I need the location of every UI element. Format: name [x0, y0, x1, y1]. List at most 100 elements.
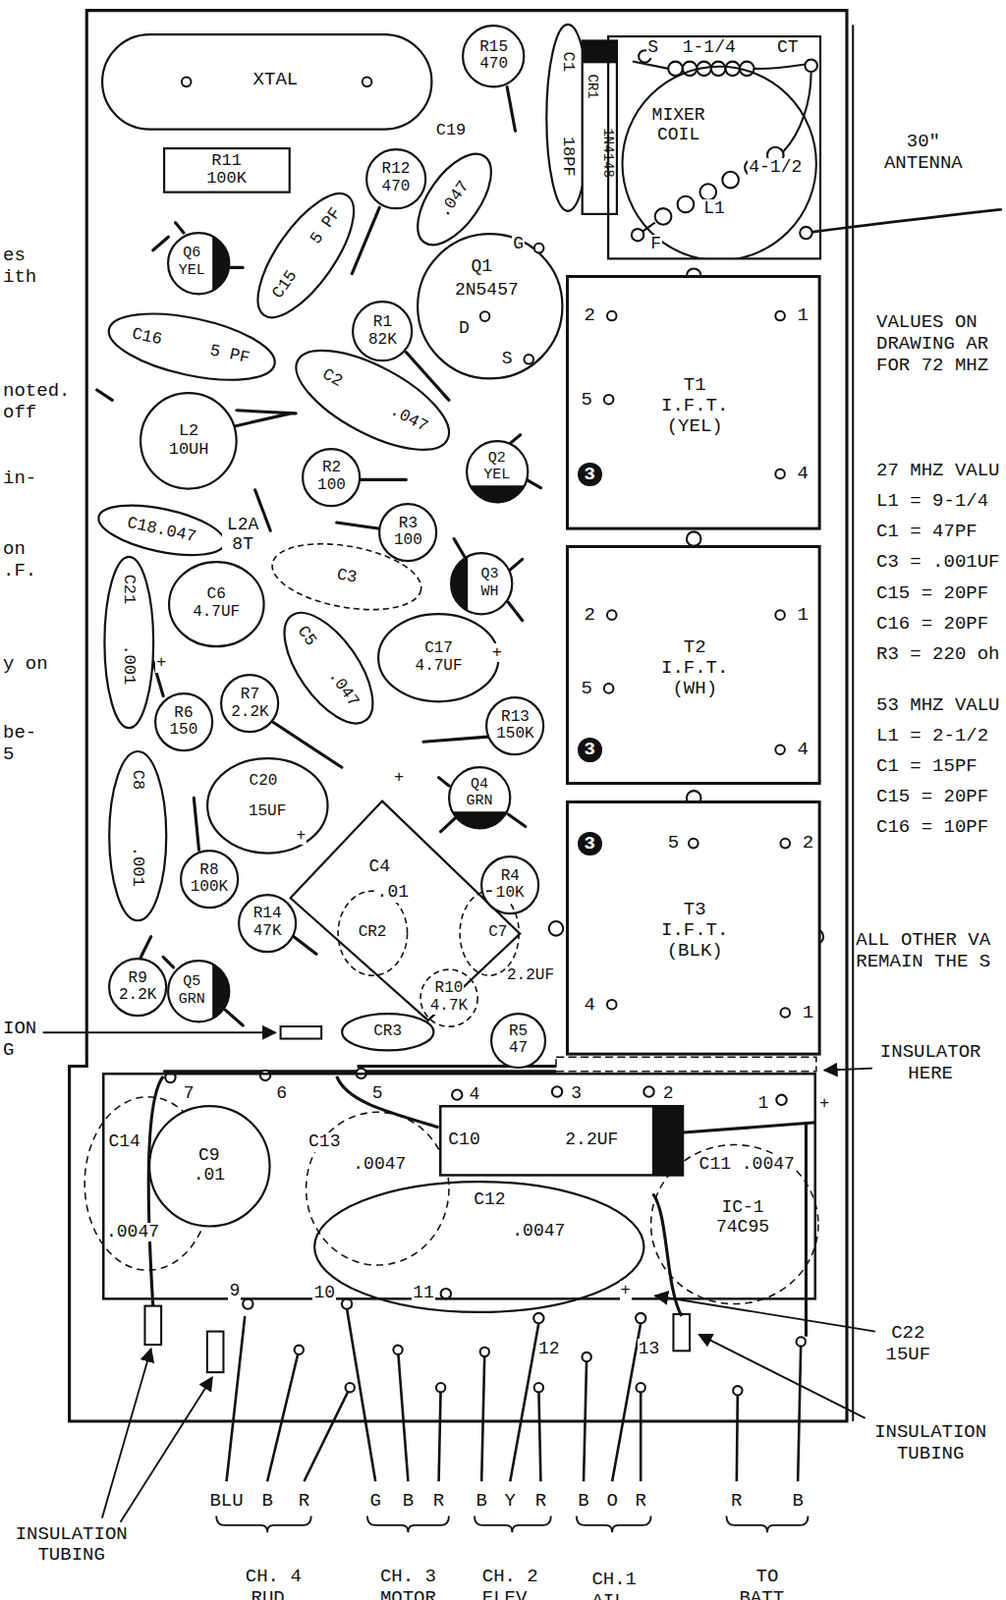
- leader-arrow: [824, 1068, 873, 1071]
- if-transformer: 215T2 I.F.T. (WH)34: [565, 545, 822, 785]
- antenna-label: 30" ANTENNA: [870, 131, 977, 175]
- channel-bracket: [216, 1516, 808, 1534]
- if-transformer-body: [567, 802, 821, 1056]
- board-hole: [804, 59, 817, 72]
- component-text: 4: [468, 1085, 482, 1106]
- value-table-cell: C15 = 20PF: [875, 786, 990, 809]
- board-outline: [69, 10, 854, 1422]
- polarity-mark: +: [392, 768, 405, 788]
- bus-wire: [804, 1122, 808, 1338]
- component-text: T2 I.F.T. (WH): [650, 637, 739, 700]
- resistor: R12470: [365, 148, 427, 210]
- flat-side-mark: [212, 235, 229, 291]
- fet-transistor-body: [417, 233, 562, 379]
- component-text: G: [511, 234, 525, 255]
- component-text: C8: [128, 769, 148, 791]
- component-text: C11 .0047: [698, 1155, 796, 1175]
- component-text: 150K: [495, 726, 535, 744]
- capacitor-body: [168, 561, 264, 647]
- transistor-body: [167, 960, 229, 1022]
- wire-hole: [294, 1337, 806, 1396]
- component-text: Q1: [469, 257, 494, 278]
- pin-hole: [607, 311, 617, 322]
- pin-hole: [604, 394, 615, 405]
- component-text: CR3: [372, 1023, 403, 1042]
- resistor: R3100: [378, 503, 438, 562]
- resistor: R92.2K: [108, 957, 168, 1017]
- component-text: CR2: [357, 924, 389, 943]
- component-text: 6: [275, 1084, 288, 1105]
- capacitor-body: [207, 758, 328, 853]
- component-text: 47: [507, 1040, 529, 1059]
- polarity-mark: +: [818, 1094, 831, 1115]
- component-text: F: [649, 234, 663, 255]
- component-text: 15UF: [247, 803, 287, 822]
- mixer-coil-body: [608, 36, 821, 259]
- resistor-body: [491, 1013, 546, 1068]
- mixer-coil-winding: [725, 61, 740, 77]
- ic-pin-hole: [533, 1313, 544, 1324]
- decoder-ic: 7654321C14C13.0047C11 .0047IC-1 74C95.00…: [102, 1072, 817, 1301]
- component-text: R7: [239, 686, 261, 705]
- component-text: 2.2UF: [563, 1130, 619, 1151]
- component-text: L1: [702, 199, 727, 220]
- wire-hole: [480, 1347, 490, 1357]
- component-text: 1: [801, 1003, 815, 1024]
- component-lead: [97, 87, 542, 1026]
- transistor: Q3WH: [449, 552, 513, 615]
- component-text: D: [457, 319, 471, 339]
- pin-hole: [607, 1000, 617, 1010]
- mixer-coil-winding: [722, 171, 739, 189]
- insulation-tubing: [280, 1026, 323, 1039]
- capacitor-body: [104, 557, 154, 728]
- insulation-tubing: [207, 1332, 224, 1374]
- pin-hole: [362, 76, 373, 87]
- coil-note: L2A 8T: [222, 514, 263, 556]
- leader-arrow: [698, 1335, 865, 1419]
- resistor: R15470: [461, 24, 525, 88]
- capacitor: C2015UF+: [206, 757, 330, 855]
- channel-label: CH. 4 RUD.: [236, 1566, 311, 1600]
- resistor-body: [180, 850, 238, 908]
- resistor: R1447K: [237, 894, 297, 953]
- hidden-capacitor-outline: [84, 1097, 819, 1305]
- wire-color: B: [790, 1491, 804, 1513]
- mixer-coil-winding: [622, 61, 817, 262]
- resistor: R13150K: [485, 696, 545, 756]
- component-text: MIXER COIL: [645, 106, 711, 146]
- pin-hole: [781, 1007, 791, 1018]
- polarity-mark: +: [619, 1281, 632, 1301]
- pin-hole: [604, 683, 615, 694]
- leader-arrow: [43, 1032, 876, 1522]
- component-text: 5: [579, 678, 593, 700]
- pin-number: 13: [637, 1339, 662, 1360]
- component-text: 2N5457: [453, 280, 520, 301]
- margin-note: be- 5: [1, 723, 45, 767]
- component-text: C12: [472, 1190, 506, 1211]
- flat-side-mark: [450, 556, 468, 612]
- component-text: 470: [381, 178, 412, 197]
- insulator-strip: [556, 1057, 817, 1072]
- value-table-cell: L1 = 9-1/4: [875, 491, 990, 513]
- component-text: 3: [569, 1084, 583, 1105]
- component-text: C9: [197, 1146, 222, 1167]
- hidden-capacitor-outline: [306, 1112, 449, 1266]
- capacitor-outline: [239, 177, 374, 334]
- ic-pin-hole: [635, 1313, 646, 1324]
- wire-hole: [534, 1383, 544, 1393]
- wire-hole: [732, 1386, 742, 1396]
- callout-label: INSULATOR HERE: [875, 1042, 987, 1086]
- wire-color: R: [297, 1491, 311, 1513]
- component-text: CR1: [584, 73, 600, 101]
- resistor-body: [366, 149, 426, 209]
- resistor: R182K: [351, 300, 413, 362]
- mixer-coil-outline: [607, 35, 822, 260]
- leader-arrow: [43, 1031, 277, 1034]
- resistor: R72.2K: [220, 673, 280, 733]
- mixer-coil-winding: [711, 61, 727, 77]
- component-text: 3: [577, 832, 603, 857]
- component-text: Q5: [181, 974, 202, 992]
- board-hole: [631, 228, 644, 241]
- part-name: C19: [435, 120, 468, 141]
- mixer-coil-winding: [753, 63, 811, 69]
